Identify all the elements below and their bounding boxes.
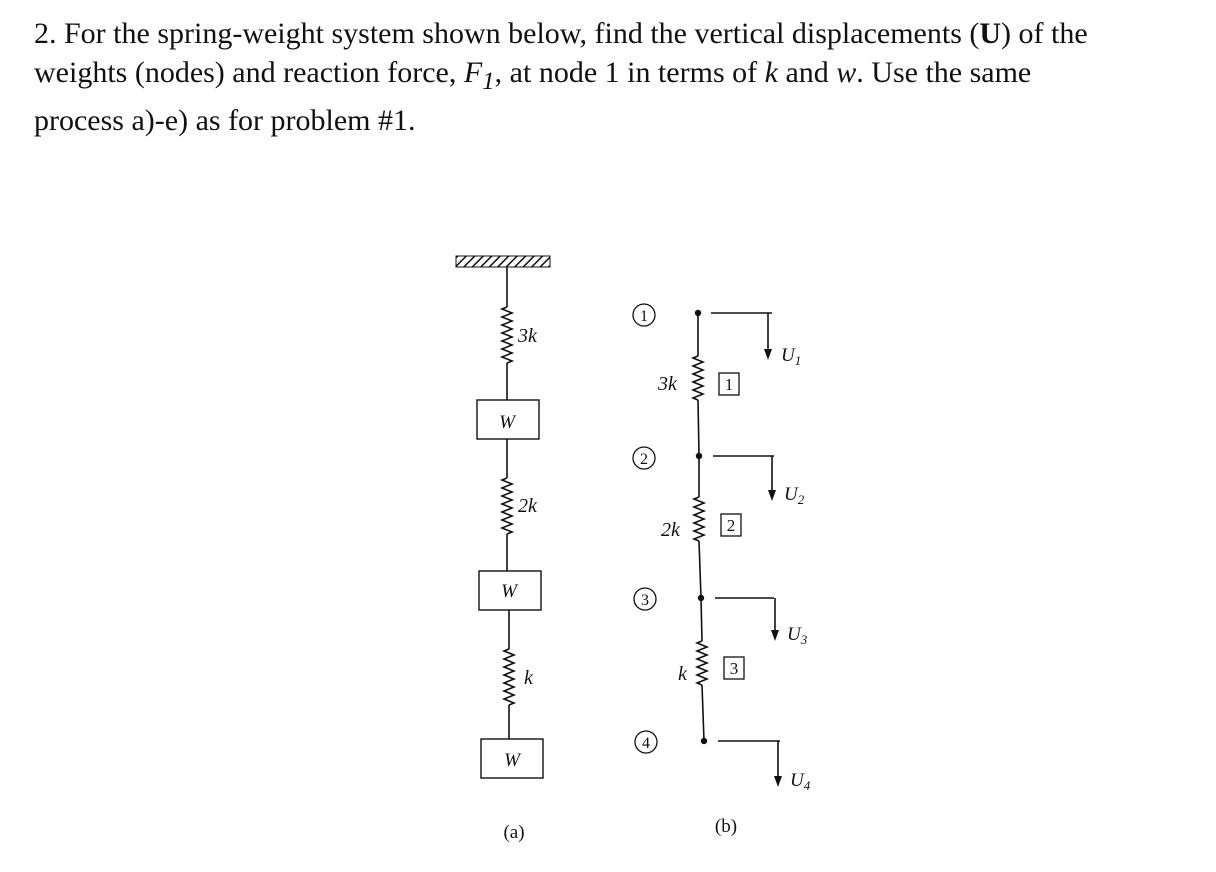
arrowhead-2 bbox=[768, 490, 776, 501]
problem-line-3: process a)-e) as for problem #1. bbox=[34, 104, 416, 137]
problem-line-2-d: . Use the same bbox=[856, 56, 1032, 89]
node-circle-2 bbox=[632, 446, 656, 470]
displacement-label-2: U2 bbox=[784, 484, 805, 507]
displacement-label-3: U3 bbox=[787, 624, 808, 647]
weight-label-1: W bbox=[499, 412, 517, 433]
node-number-4: 4 bbox=[642, 735, 650, 752]
problem-line-1-prefix: 2. For the spring-weight system shown be… bbox=[34, 17, 980, 50]
node-circle-4 bbox=[634, 730, 658, 754]
element-box-1 bbox=[718, 372, 740, 396]
element-number-2: 2 bbox=[727, 516, 736, 535]
node-circle-1 bbox=[632, 303, 656, 327]
weight-block-1 bbox=[476, 399, 540, 440]
node-number-1: 1 bbox=[640, 308, 648, 325]
spring-a3 bbox=[501, 648, 517, 706]
weight-label-3: W bbox=[504, 750, 522, 771]
figure-b-caption: (b) bbox=[715, 816, 737, 837]
spring-a3-label: k bbox=[524, 667, 534, 689]
problem-line-2: weights (nodes) and reaction force, F1, … bbox=[34, 53, 1194, 101]
arrowhead-1 bbox=[764, 349, 772, 360]
weight-block-3 bbox=[480, 738, 544, 779]
problem-line-1: 2. For the spring-weight system shown be… bbox=[34, 14, 1194, 53]
reaction-force-subscript: 1 bbox=[482, 68, 495, 95]
displacement-label-4: U4 bbox=[790, 770, 811, 793]
spring-b2-label: 2k bbox=[661, 519, 681, 541]
figure-b: 1 2 3 4 3k 1 2k 2 k 3 bbox=[632, 303, 811, 837]
arrowhead-3 bbox=[771, 630, 779, 641]
problem-line-2-b: , at node 1 in terms of bbox=[494, 56, 765, 89]
spring-a2-label: 2k bbox=[518, 495, 538, 517]
figure-a-caption: (a) bbox=[503, 822, 524, 843]
node-number-3: 3 bbox=[641, 592, 649, 609]
problem-statement: 2. For the spring-weight system shown be… bbox=[34, 14, 1194, 140]
element-box-3 bbox=[723, 656, 745, 680]
wire bbox=[700, 597, 703, 642]
spring-b1 bbox=[690, 355, 706, 401]
element-number-1: 1 bbox=[725, 375, 734, 394]
weight-block-2 bbox=[478, 570, 542, 611]
spring-a1-label: 3k bbox=[517, 325, 538, 347]
wire bbox=[701, 684, 705, 742]
spring-b3-label: k bbox=[678, 663, 688, 685]
displacement-label-1: U1 bbox=[781, 345, 801, 368]
problem-line-2-a: weights (nodes) and reaction force, bbox=[34, 56, 464, 89]
figure-a: 3k W 2k W k W (a) bbox=[455, 255, 551, 843]
displacement-vector-symbol: U bbox=[979, 17, 1002, 50]
wire bbox=[698, 540, 702, 599]
node-number-2: 2 bbox=[640, 451, 648, 468]
spring-a2 bbox=[499, 477, 515, 535]
element-box-2 bbox=[720, 513, 742, 537]
spring-b2 bbox=[691, 496, 707, 542]
element-number-3: 3 bbox=[730, 659, 739, 678]
problem-line-1-suffix: ) of the bbox=[1001, 17, 1088, 50]
arrowhead-4 bbox=[774, 776, 782, 787]
problem-line-2-c: and bbox=[777, 56, 837, 89]
node-circle-3 bbox=[633, 587, 657, 611]
stiffness-symbol: k bbox=[764, 56, 778, 89]
weight-label-2: W bbox=[501, 581, 519, 602]
reaction-force-letter: F bbox=[463, 56, 483, 89]
spring-b3 bbox=[694, 640, 710, 686]
reaction-force-symbol: F1 bbox=[463, 56, 495, 95]
wire bbox=[697, 399, 700, 457]
weight-symbol: w bbox=[836, 56, 857, 89]
spring-a1 bbox=[499, 306, 515, 364]
ceiling-support bbox=[455, 255, 551, 268]
spring-b1-label: 3k bbox=[657, 373, 678, 395]
